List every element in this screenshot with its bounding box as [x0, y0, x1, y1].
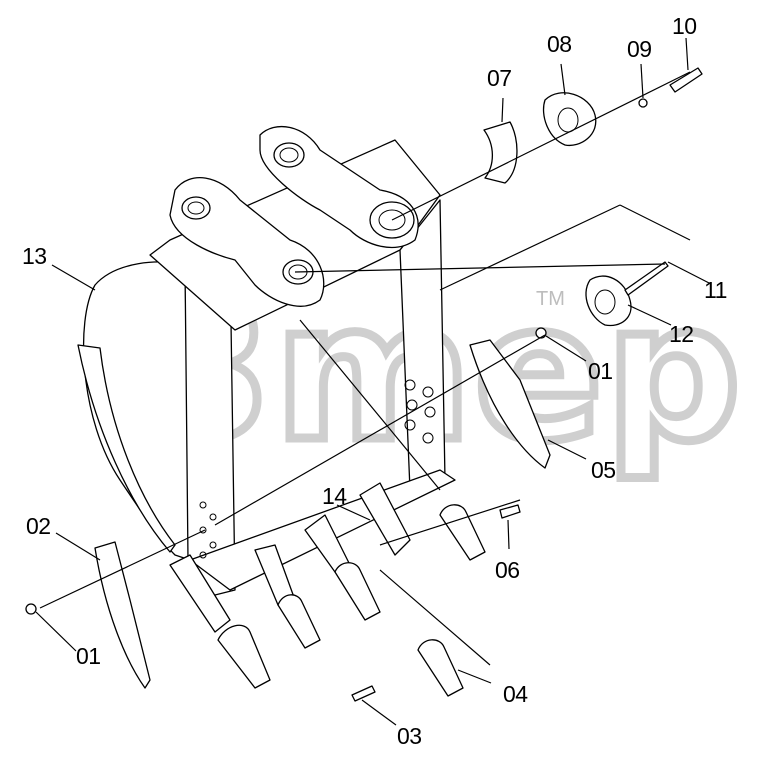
- label-07: 07: [487, 65, 512, 91]
- label-02: 02: [26, 513, 51, 539]
- label-14: 14: [322, 483, 347, 509]
- label-05: 05: [591, 457, 616, 483]
- label-01-right: 01: [588, 358, 613, 384]
- side-bolt-holes-left: [199, 501, 217, 559]
- teeth-row: [169, 482, 486, 689]
- leader-lines: [35, 37, 712, 726]
- label-03: 03: [397, 723, 422, 749]
- part-labels: 13 07 08 09 10 11 12 01 05 14 06 02 01 0…: [22, 13, 727, 749]
- pin-assembly: [25, 67, 703, 702]
- label-13: 13: [22, 243, 47, 269]
- side-bolt-holes-right: [404, 379, 436, 444]
- label-11: 11: [704, 277, 727, 303]
- label-12: 12: [669, 321, 694, 347]
- label-08: 08: [547, 31, 572, 57]
- label-06: 06: [495, 557, 520, 583]
- side-cutter-right: [469, 339, 551, 469]
- label-09: 09: [627, 36, 652, 62]
- bucket-body: [77, 126, 456, 601]
- label-01-left: 01: [76, 643, 101, 669]
- watermark-trademark: TM: [536, 288, 565, 310]
- label-10: 10: [672, 13, 697, 39]
- label-04: 04: [503, 681, 528, 707]
- side-cutter-left: [94, 541, 151, 689]
